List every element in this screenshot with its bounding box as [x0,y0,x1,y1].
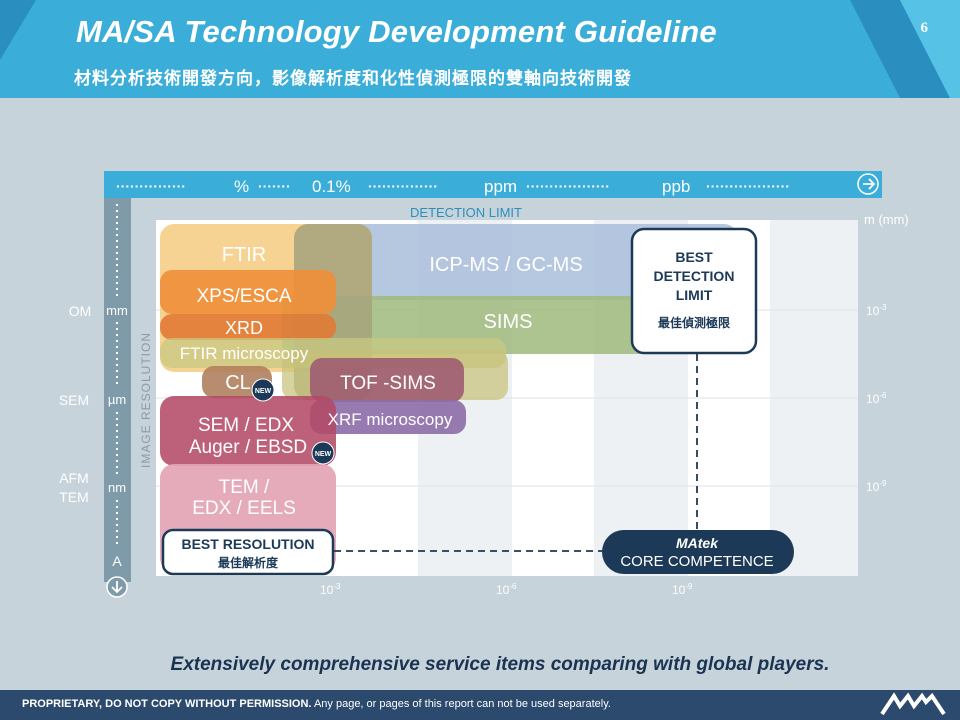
svg-text:NEW: NEW [255,388,272,395]
left-axis-a: A [112,553,122,569]
footer-text: PROPRIETARY, DO NOT COPY WITHOUT PERMISS… [22,698,611,710]
label-sem: SEM [59,392,89,408]
label-sem-edx: SEM / EDX [198,415,294,436]
footer-bar: PROPRIETARY, DO NOT COPY WITHOUT PERMISS… [0,690,960,720]
axis-label-percent: % [234,177,249,196]
bottom-axis-tick-3: 10-9 [672,582,693,597]
axis-dots: ·················· [526,178,610,194]
axis-dots: ······· [258,178,291,194]
label-tem: TEM / [219,477,270,498]
page-title: MA/SA Technology Development Guideline [76,14,717,49]
label-icp-ms: ICP-MS / GC-MS [429,254,582,276]
left-axis-um: µm [108,392,126,407]
new-badge-cl: NEW [251,378,275,402]
region-xrf-microscopy [310,400,466,434]
label-auger-ebsd: Auger / EBSD [189,437,307,458]
axis-dots: ··············· [116,178,186,194]
best-resolution-label: BEST RESOLUTION [181,536,314,552]
left-axis-nm: nm [108,480,126,495]
image-resolution-title: IMAGE RESOLUTION [139,332,153,468]
label-tof-sims: TOF -SIMS [340,373,436,394]
label-tem: TEM [59,489,89,505]
matek-logo-icon [880,692,946,716]
header-banner: MA/SA Technology Development Guideline 材… [0,0,960,98]
label-xrf-microscopy: XRF microscopy [328,410,453,429]
region-sem-edx [160,396,336,466]
axis-dots: ·················· [706,178,790,194]
label-xps: XPS/ESCA [196,286,291,307]
footer-bold: PROPRIETARY, DO NOT COPY WITHOUT PERMISS… [22,698,312,710]
left-axis-mm: mm [106,303,128,318]
region-xps [160,270,336,314]
tagline: Extensively comprehensive service items … [170,654,830,675]
best-resolution-zh: 最佳解析度 [218,555,279,570]
label-xrd: XRD [225,318,263,338]
page-subtitle: 材料分析技術開發方向，影像解析度和化性偵測極限的雙軸向技術開發 [74,69,632,88]
arrow-right-icon-glyph [863,178,876,190]
best-detection-line3: LIMIT [676,287,713,303]
right-axis-tick-1: 10-3 [866,303,887,318]
best-resolution-callout [161,528,335,576]
label-ftir-microscopy: FTIR microscopy [180,344,309,363]
axis-label-ppb: ppb [662,177,690,196]
technique-map-diagram: ··············· % ······· 0.1% ·········… [59,171,909,598]
label-edx-eels: EDX / EELS [192,498,296,519]
best-detection-line2: DETECTION [654,268,735,284]
new-badge-auger: NEW [311,441,335,465]
core-competence-label: CORE COMPETENCE [620,553,773,570]
label-afm: AFM [59,470,89,486]
detection-limit-title: DETECTION LIMIT [410,205,522,220]
arrow-down-icon-glyph [111,581,123,594]
best-detection-line1: BEST [675,249,713,265]
best-detection-callout [630,227,758,355]
svg-text:NEW: NEW [315,451,332,458]
bottom-axis-tick-1: 10-3 [320,582,341,597]
region-tof-sims [310,358,464,402]
header-left-decoration [0,0,36,60]
page-number: 6 [920,20,929,36]
matek-brand: MAtek [676,535,719,551]
right-axis-title: m (mm) [864,212,909,227]
bottom-axis-tick-2: 10-6 [496,582,517,597]
core-competence-pill [602,530,794,574]
right-axis-tick-2: 10-6 [866,391,887,406]
axis-label-0.1pct: 0.1% [312,177,351,196]
header-decoration [850,0,960,98]
label-om: OM [69,303,92,319]
label-cl: CL [225,372,251,394]
right-axis-tick-3: 10-9 [866,479,887,494]
label-ftir: FTIR [222,244,266,266]
detection-limit-axis [104,171,882,198]
region-xrd [160,314,336,340]
region-icp-ms [294,224,738,300]
footer-rest: Any page, or pages of this report can no… [311,698,611,710]
axis-dots: ··············· [368,178,438,194]
label-sims: SIMS [484,311,533,333]
axis-label-ppm: ppm [484,177,517,196]
best-detection-zh: 最佳偵測極限 [658,315,730,330]
